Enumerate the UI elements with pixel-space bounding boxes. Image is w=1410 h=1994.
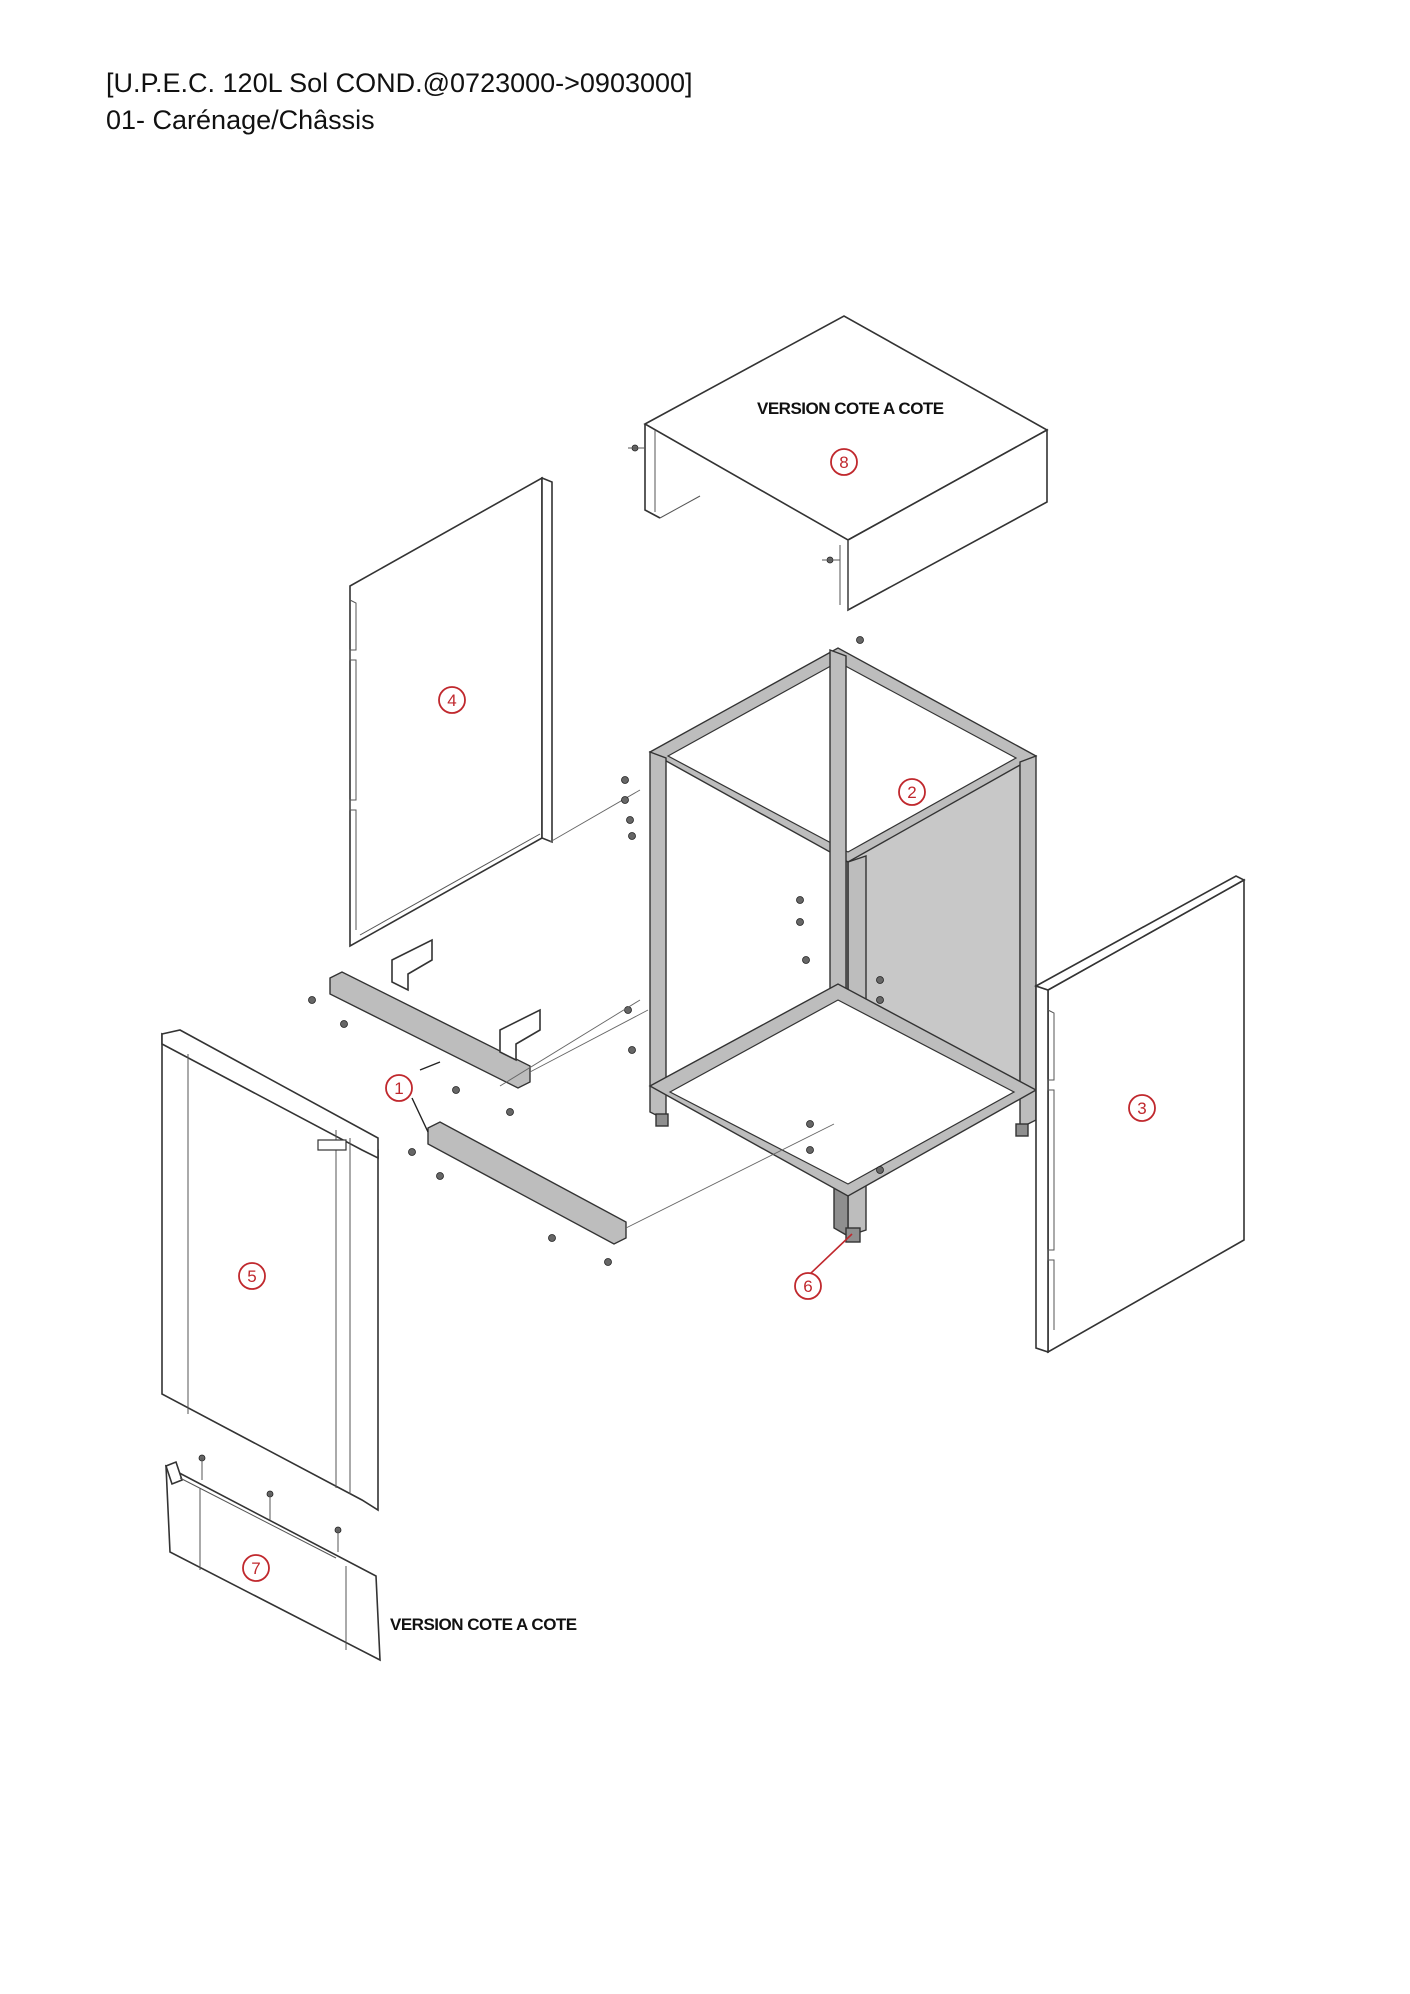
svg-text:5: 5 xyxy=(247,1267,256,1286)
callout-2: 2 xyxy=(898,778,926,806)
callout-4: 4 xyxy=(438,686,466,714)
frame-chassis xyxy=(621,636,1038,1243)
section-subtitle: 01- Carénage/Châssis xyxy=(106,105,375,135)
front-door-panel xyxy=(161,1029,379,1512)
left-side-panel xyxy=(349,476,641,948)
svg-text:8: 8 xyxy=(839,453,848,472)
version-label-bottom: VERSION COTE A COTE xyxy=(390,1615,577,1634)
callout-5: 5 xyxy=(238,1262,266,1290)
svg-text:7: 7 xyxy=(251,1559,260,1578)
callout-1: 1 xyxy=(385,1074,413,1102)
front-kick-plate: VERSION COTE A COTE xyxy=(165,1454,577,1662)
callout-6: 6 xyxy=(794,1272,822,1300)
support-brackets xyxy=(308,938,835,1266)
svg-text:2: 2 xyxy=(907,783,916,802)
svg-text:6: 6 xyxy=(803,1277,812,1296)
svg-text:1: 1 xyxy=(394,1079,403,1098)
callout-7: 7 xyxy=(242,1554,270,1582)
svg-text:4: 4 xyxy=(447,691,456,710)
top-cover: VERSION COTE A COTE xyxy=(628,315,1049,612)
callout-1-leader xyxy=(411,1097,429,1133)
callout-3: 3 xyxy=(1128,1094,1156,1122)
svg-text:3: 3 xyxy=(1137,1099,1146,1118)
document-title: [U.P.E.C. 120L Sol COND.@0723000->090300… xyxy=(106,68,693,98)
callout-1-leader-b xyxy=(419,1061,441,1071)
callout-6-leader xyxy=(809,1233,853,1275)
version-label-top: VERSION COTE A COTE xyxy=(757,399,944,418)
callout-8: 8 xyxy=(830,448,858,476)
